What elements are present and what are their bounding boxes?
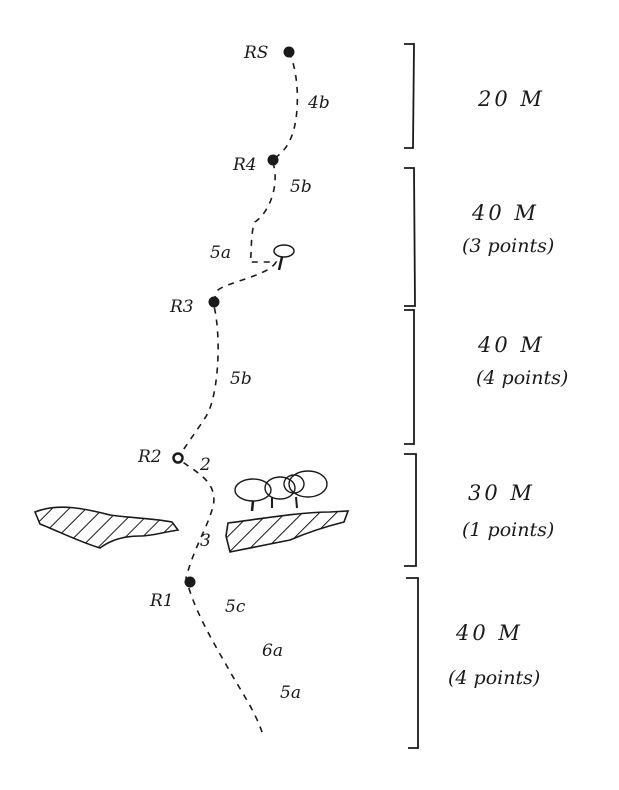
pitch-brackets [404, 43, 419, 749]
belay-label-r1: R1 [149, 591, 174, 611]
tree-icon [273, 244, 295, 271]
grade-label: 3 [200, 531, 211, 551]
pitch-length: 20 M [477, 87, 545, 111]
pitch-points: (4 points) [476, 367, 568, 389]
pitch-length: 40 M [471, 201, 539, 225]
pitch-points: (3 points) [462, 235, 554, 257]
pitch-length: 40 M [455, 621, 523, 645]
pitch-length: 40 M [477, 333, 545, 357]
grade-label: 2 [199, 455, 211, 475]
grade-label: 5b [230, 369, 252, 389]
belay-label-r2: R2 [137, 447, 162, 467]
grade-label: 5c [225, 597, 246, 617]
belay-label-r5: RS [243, 43, 268, 63]
pitch-points: (1 points) [462, 519, 554, 541]
belay-dot-r1 [184, 576, 196, 588]
rock-band-left [33, 506, 180, 549]
pitch-points: (4 points) [448, 667, 540, 689]
belay-dot-r5 [283, 46, 295, 58]
pitch-length: 30 M [468, 481, 535, 505]
rock-band-right [225, 510, 350, 553]
belay-dot-r3 [208, 296, 220, 308]
belay-label-r4: R4 [232, 155, 257, 175]
grade-label: 6a [262, 641, 283, 661]
grade-label: 4b [307, 93, 330, 113]
grade-label: 5a [280, 683, 301, 703]
belay-dot-r2 [172, 452, 184, 464]
belay-label-r3: R3 [169, 297, 194, 317]
grade-label: 5b [290, 177, 312, 197]
belay-dot-r4 [267, 154, 279, 166]
grade-label: 5a [210, 243, 231, 263]
bushes-icon [234, 470, 328, 512]
